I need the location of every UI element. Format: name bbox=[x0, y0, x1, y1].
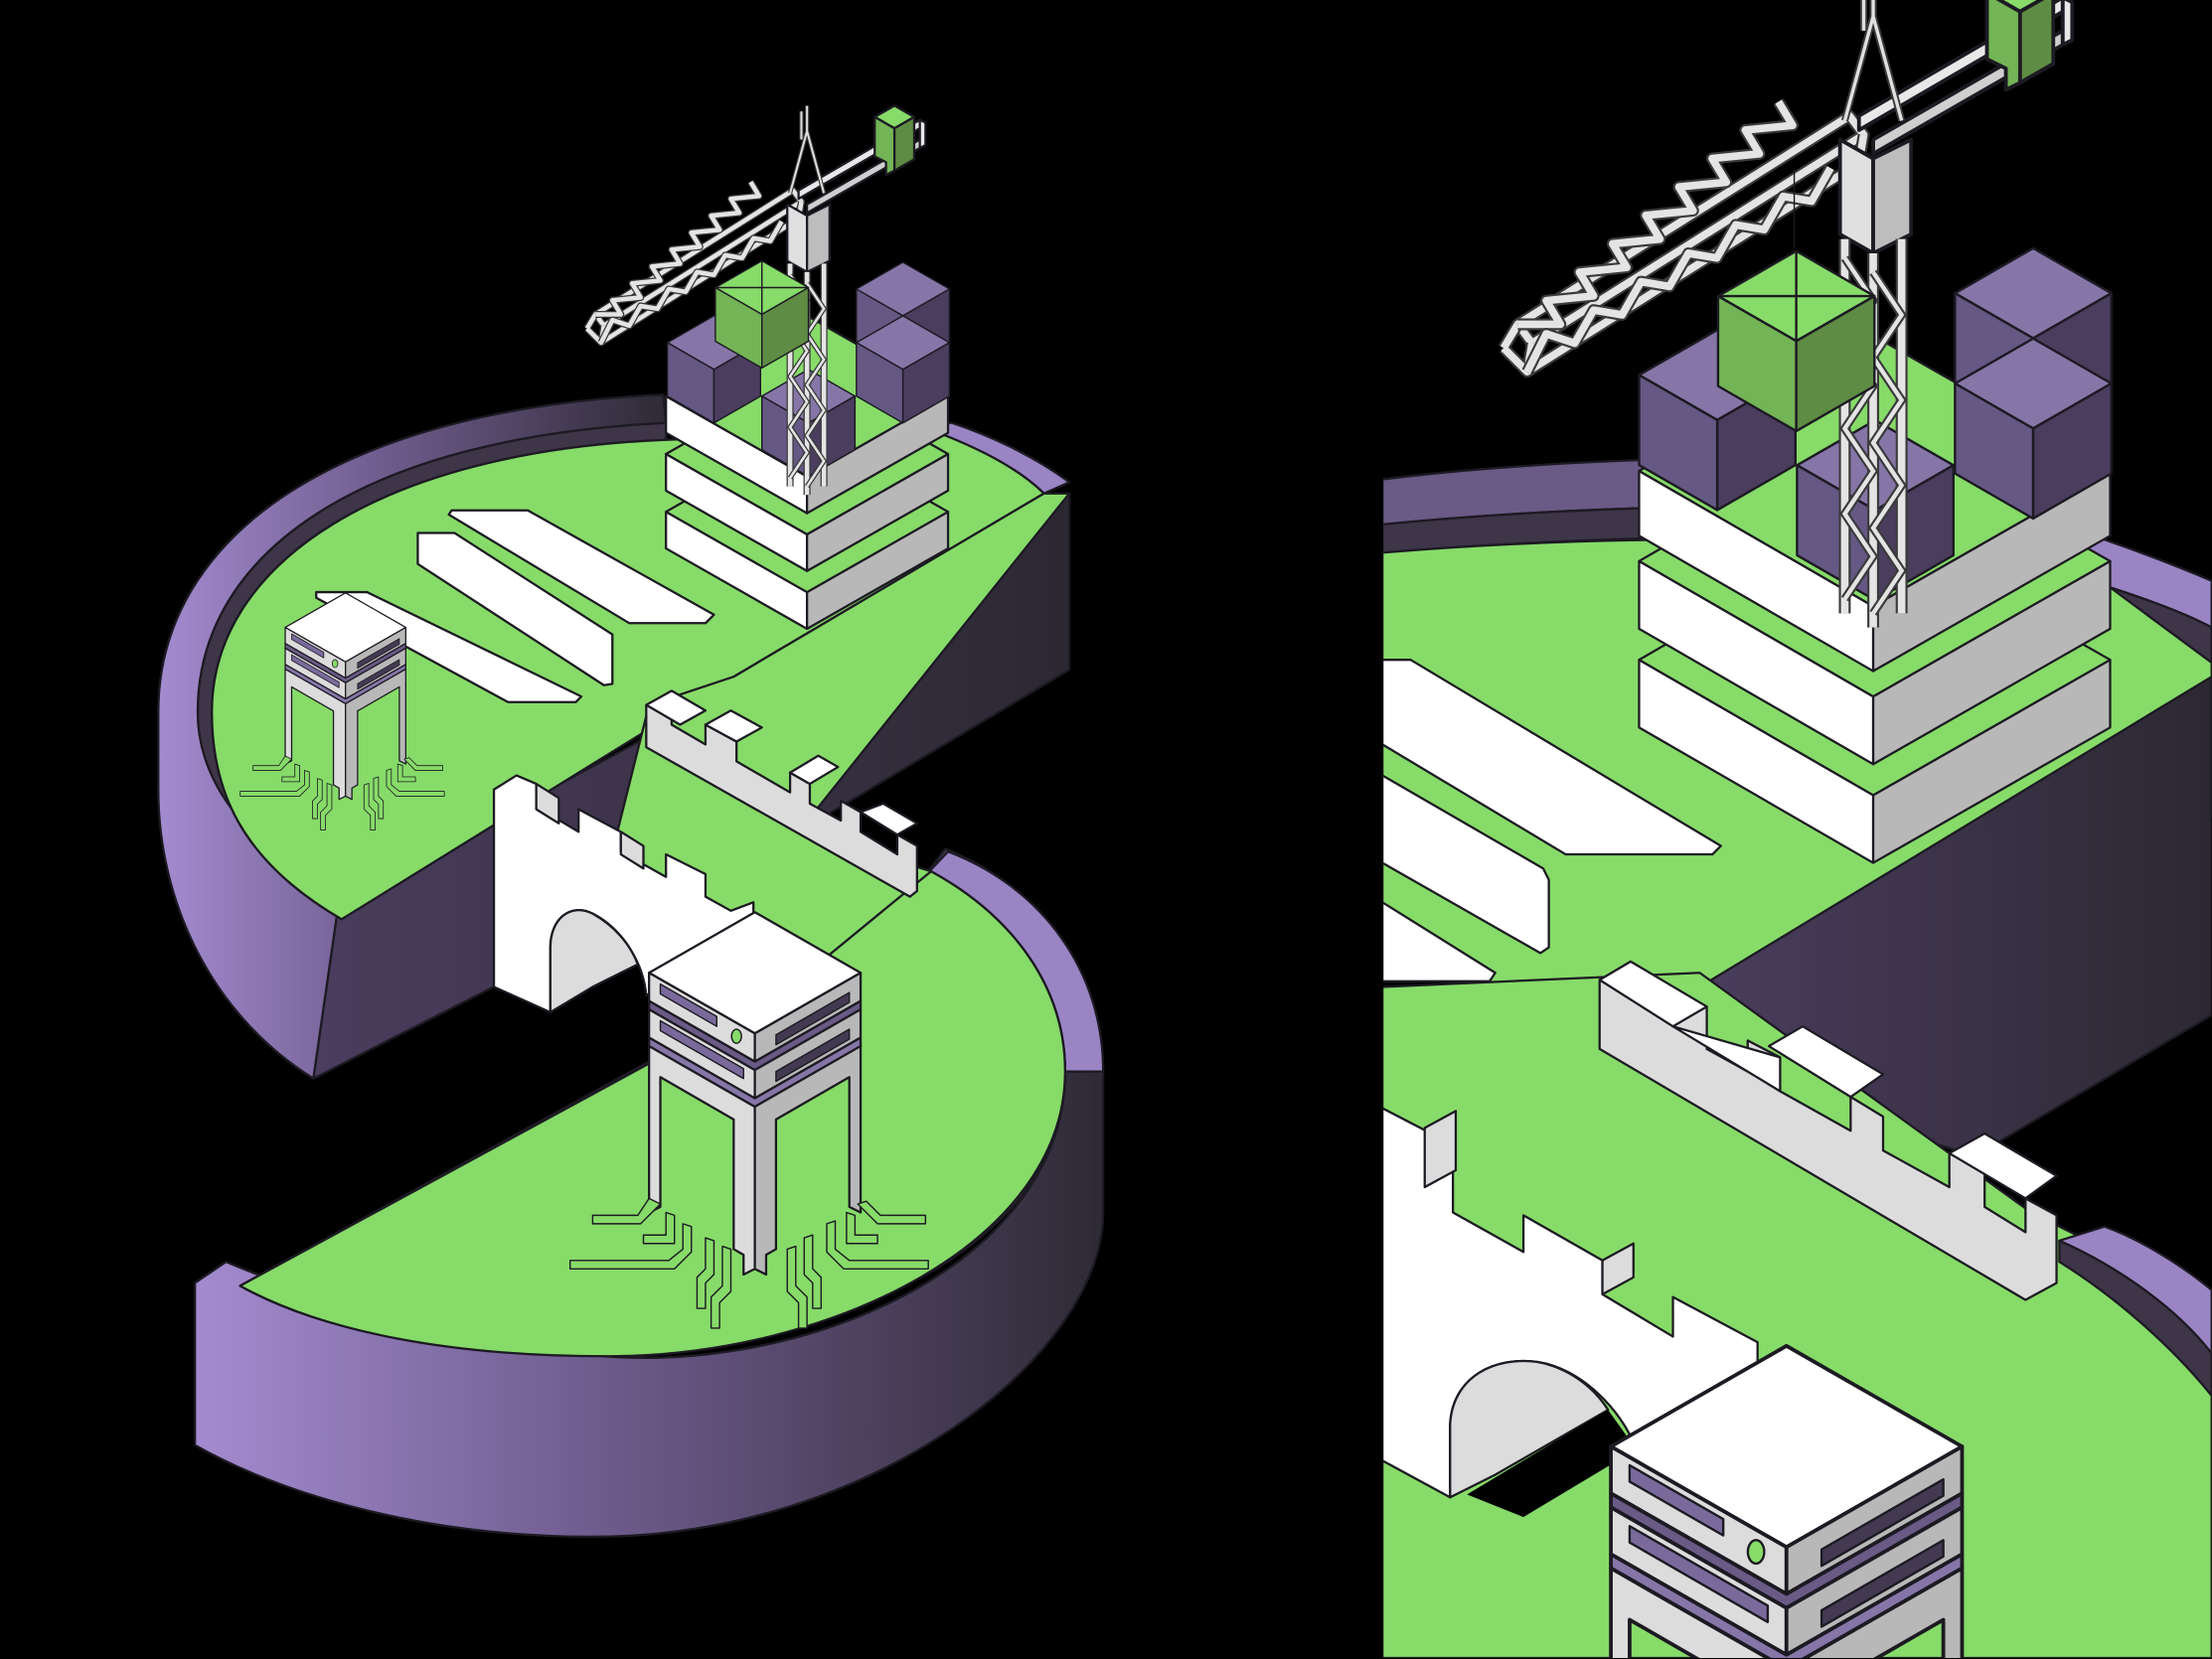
castle-wall-detail bbox=[1598, 960, 2058, 1301]
overview-panel bbox=[157, 105, 1105, 1539]
detail-panel bbox=[1382, 0, 2212, 1658]
castle-wall bbox=[645, 689, 918, 898]
castle-gate-detail bbox=[1382, 1107, 1759, 1518]
building-stack bbox=[665, 261, 951, 631]
